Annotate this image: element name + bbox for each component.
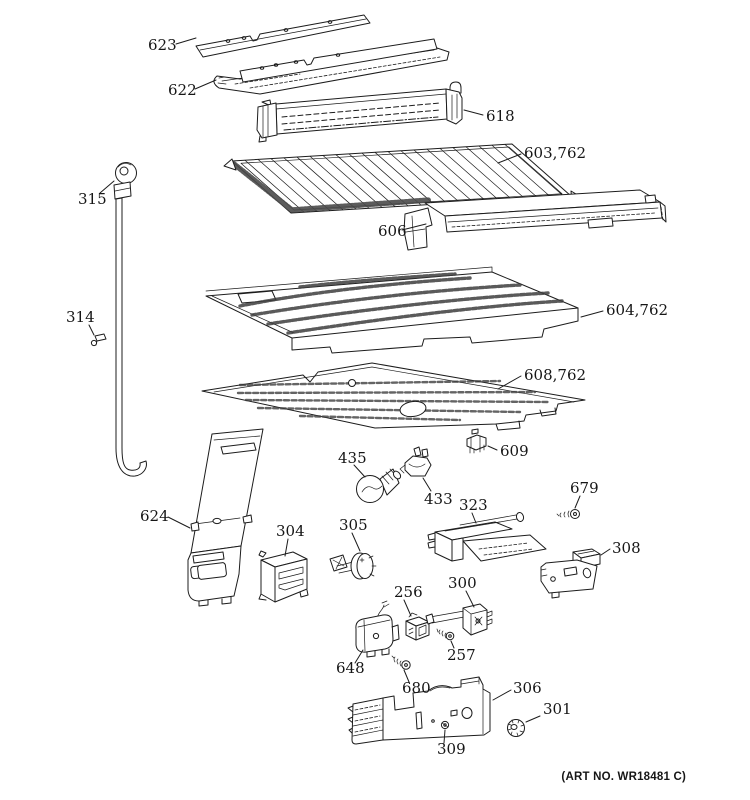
label-618: 618 [463,107,515,125]
part-number-309: 309 [437,740,466,758]
part-number-435: 435 [338,449,367,467]
label-301: 301 [525,700,572,723]
part-679 [556,509,580,519]
part-number-603: 603,762 [524,144,586,162]
part-number-323: 323 [459,496,488,514]
label-300: 300 [448,574,477,608]
part-604 [205,266,579,354]
part-624 [187,428,264,607]
part-number-304: 304 [276,522,305,540]
part-308 [540,548,601,599]
part-number-604: 604,762 [606,301,668,319]
part-256 [405,612,430,641]
part-number-256: 256 [394,583,423,601]
part-433 [399,446,432,477]
label-604: 604,762 [580,301,668,319]
part-number-648: 648 [336,659,365,677]
part-number-606: 606 [378,222,407,240]
part-304 [258,550,309,603]
part-number-306: 306 [513,679,542,697]
part-number-623: 623 [148,36,177,54]
part-603 [224,144,581,213]
label-680: 680 [402,669,431,697]
label-608: 608,762 [497,366,586,390]
part-300 [425,603,493,636]
label-648: 648 [336,649,365,677]
part-309 [440,720,450,730]
part-number-301: 301 [543,700,572,718]
part-648 [355,600,400,658]
part-305 [329,552,377,580]
part-680 [391,655,411,670]
part-number-300: 300 [448,574,477,592]
label-314: 314 [66,308,95,336]
label-609: 609 [487,442,529,460]
part-callouts: 623 622 618 603,762 606 604,762 608,762 [66,36,668,758]
label-305: 305 [339,516,368,552]
art-number: (ART NO. WR18481 C) [561,771,686,783]
part-number-624: 624 [140,507,169,525]
label-309: 309 [437,729,466,758]
part-623 [195,14,371,58]
part-608 [201,362,586,431]
part-number-679: 679 [570,479,599,497]
label-603: 603,762 [497,144,586,164]
label-624: 624 [140,507,191,529]
part-number-680: 680 [402,679,431,697]
label-435: 435 [338,449,367,478]
part-number-305: 305 [339,516,368,534]
part-618 [256,81,463,143]
part-number-608: 608,762 [524,366,586,384]
part-609 [466,428,487,454]
label-323: 323 [459,496,488,524]
label-257: 257 [447,640,476,664]
label-306: 306 [492,679,542,701]
label-256: 256 [394,583,423,617]
part-606 [403,189,667,251]
part-257 [436,628,455,641]
part-number-314: 314 [66,308,95,326]
part-number-609: 609 [500,442,529,460]
label-308: 308 [600,539,641,557]
part-306 [347,676,491,745]
label-433: 433 [422,477,453,508]
label-679: 679 [570,479,599,509]
label-622: 622 [168,79,217,99]
label-304: 304 [276,522,305,557]
part-314 [90,333,107,347]
part-number-315: 315 [78,190,107,208]
part-number-308: 308 [612,539,641,557]
label-315: 315 [78,180,115,208]
part-622 [213,38,450,95]
label-623: 623 [148,36,197,54]
part-number-433: 433 [424,490,453,508]
part-number-618: 618 [486,107,515,125]
part-number-622: 622 [168,81,197,99]
part-435 [356,468,402,503]
label-606: 606 [378,222,427,240]
part-315 [113,162,147,477]
part-323 [427,512,547,562]
part-number-257: 257 [447,646,476,664]
part-301 [507,719,525,737]
